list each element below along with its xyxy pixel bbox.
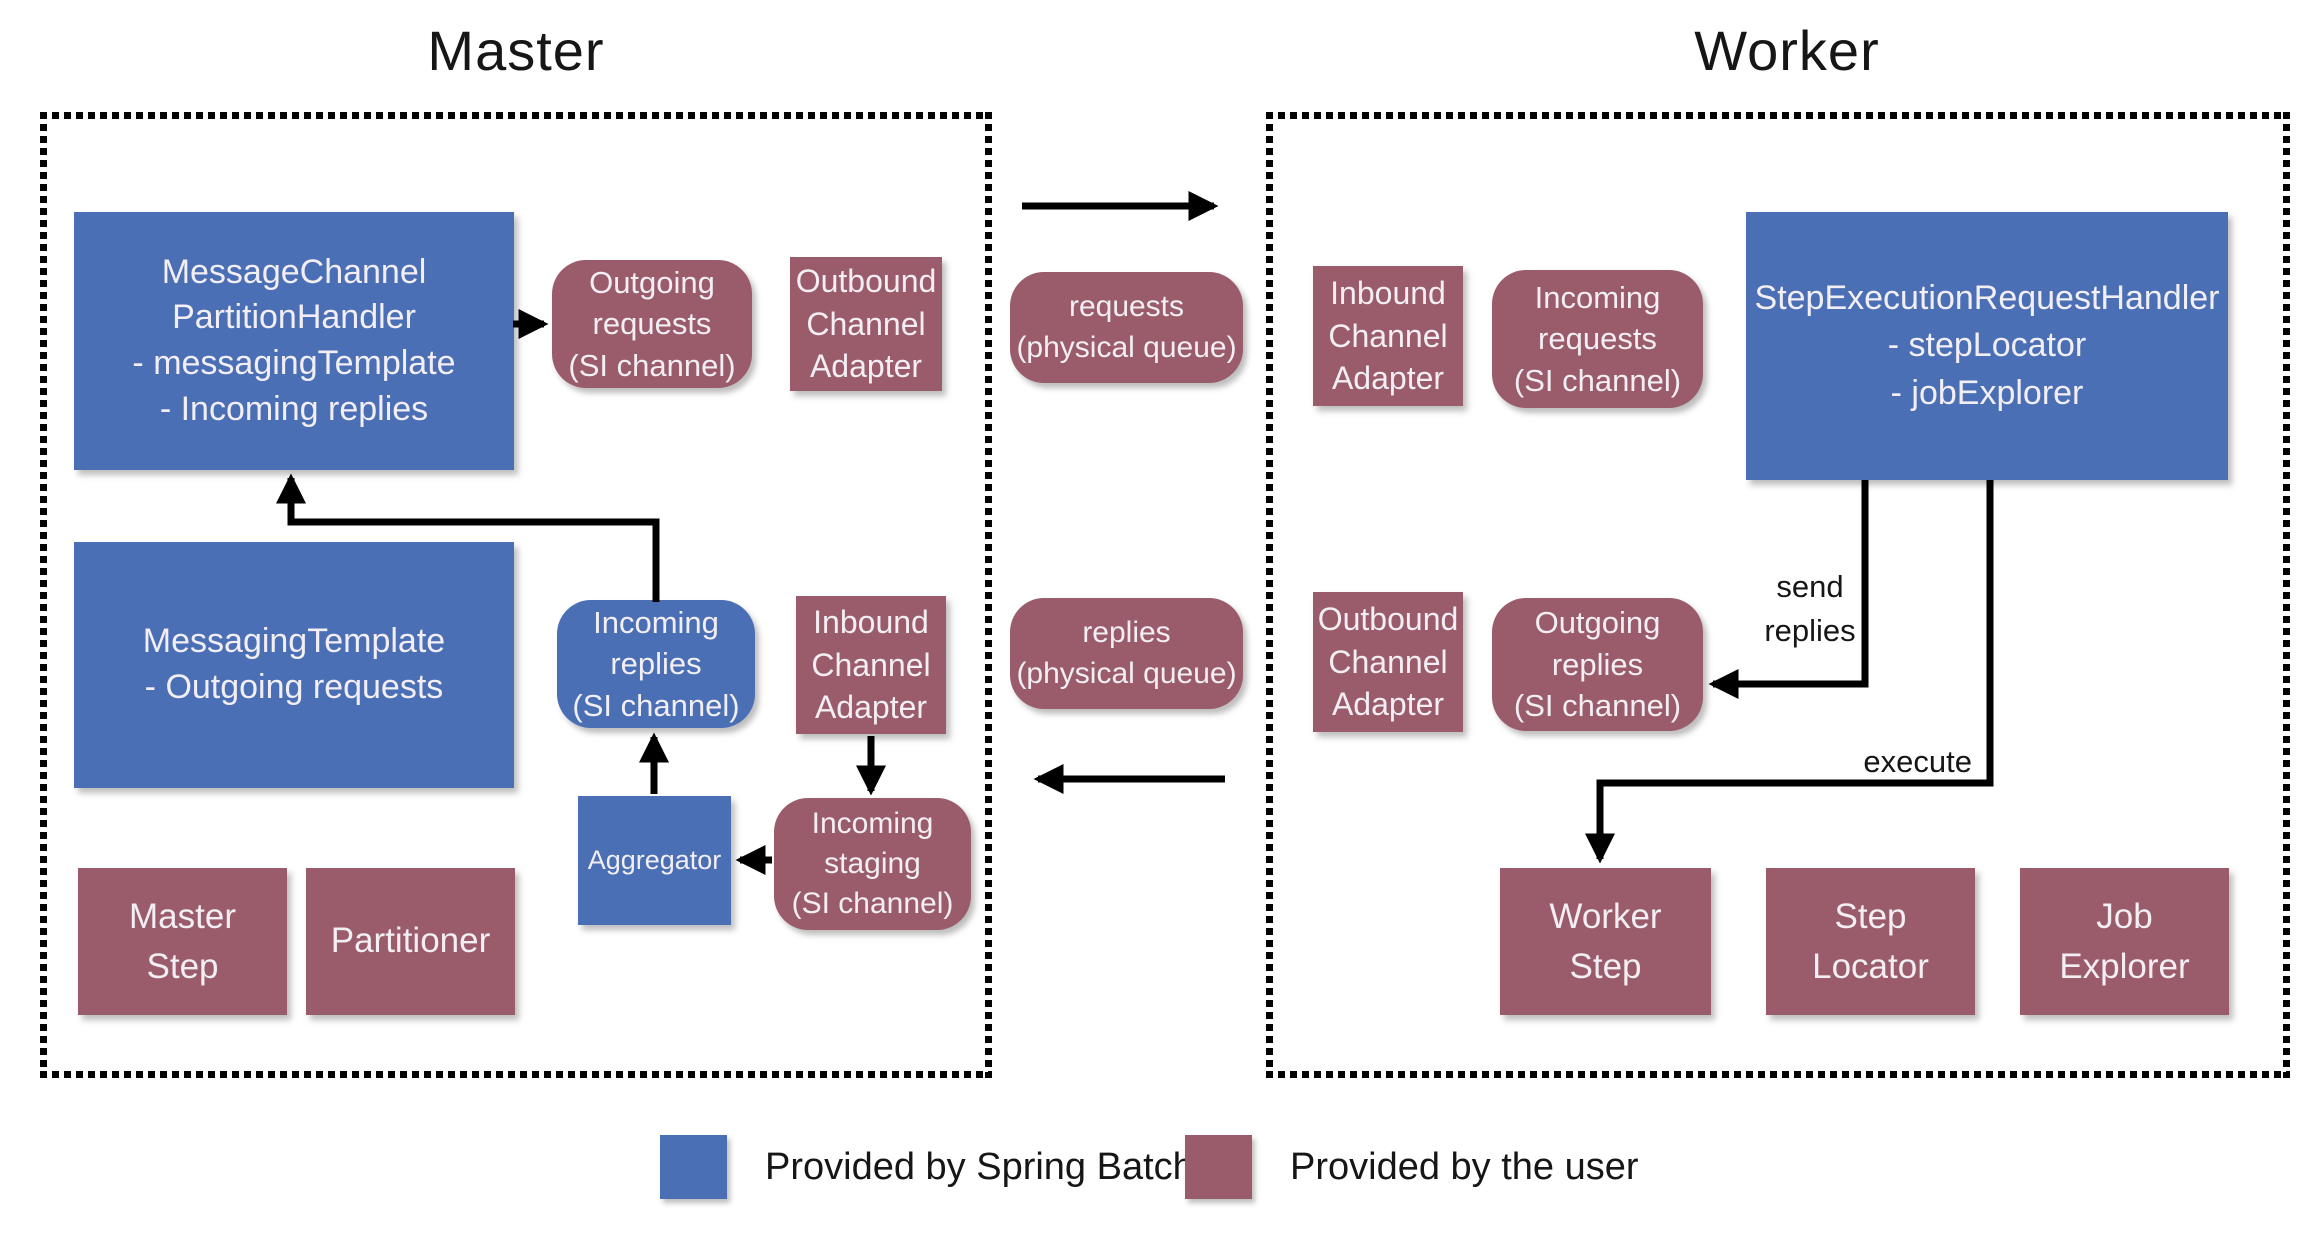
node-replies-physical-queue: replies (physical queue) [1010,598,1243,709]
node-partitioner: Partitioner [306,868,515,1015]
execute-edge-label: execute [1863,744,1972,779]
node-aggregator: Aggregator [578,796,731,925]
node-job-explorer: Job Explorer [2020,868,2229,1015]
send-replies-edge-label: send replies [1764,569,1856,649]
worker-section-title: Worker [1694,19,1880,82]
node-outbound-channel-adapter-worker: Outbound Channel Adapter [1313,592,1463,732]
node-step-locator: Step Locator [1766,868,1975,1015]
legend-spring-batch-label: Provided by Spring Batch [765,1146,1194,1188]
node-messaging-template: MessagingTemplate - Outgoing requests [74,542,514,788]
node-outgoing-replies-channel: Outgoing replies (SI channel) [1492,598,1703,731]
node-requests-physical-queue: requests (physical queue) [1010,272,1243,383]
node-message-channel-partition-handler: MessageChannel PartitionHandler - messag… [74,212,514,470]
node-incoming-staging-channel: Incoming staging (SI channel) [774,798,971,930]
node-outgoing-requests-channel: Outgoing requests (SI channel) [552,260,752,388]
node-outbound-channel-adapter-master: Outbound Channel Adapter [790,257,942,391]
legend-user-swatch [1185,1135,1252,1199]
node-inbound-channel-adapter-worker: Inbound Channel Adapter [1313,266,1463,406]
node-inbound-channel-adapter-master: Inbound Channel Adapter [796,596,946,734]
node-incoming-requests-channel: Incoming requests (SI channel) [1492,270,1703,408]
legend-spring-batch-swatch [660,1135,727,1199]
master-section-title: Master [427,19,605,82]
node-step-execution-request-handler: StepExecutionRequestHandler - stepLocato… [1746,212,2228,480]
node-master-step: Master Step [78,868,287,1015]
node-incoming-replies-channel: Incoming replies (SI channel) [557,600,755,728]
node-worker-step: Worker Step [1500,868,1711,1015]
legend-user-label: Provided by the user [1290,1146,1639,1188]
